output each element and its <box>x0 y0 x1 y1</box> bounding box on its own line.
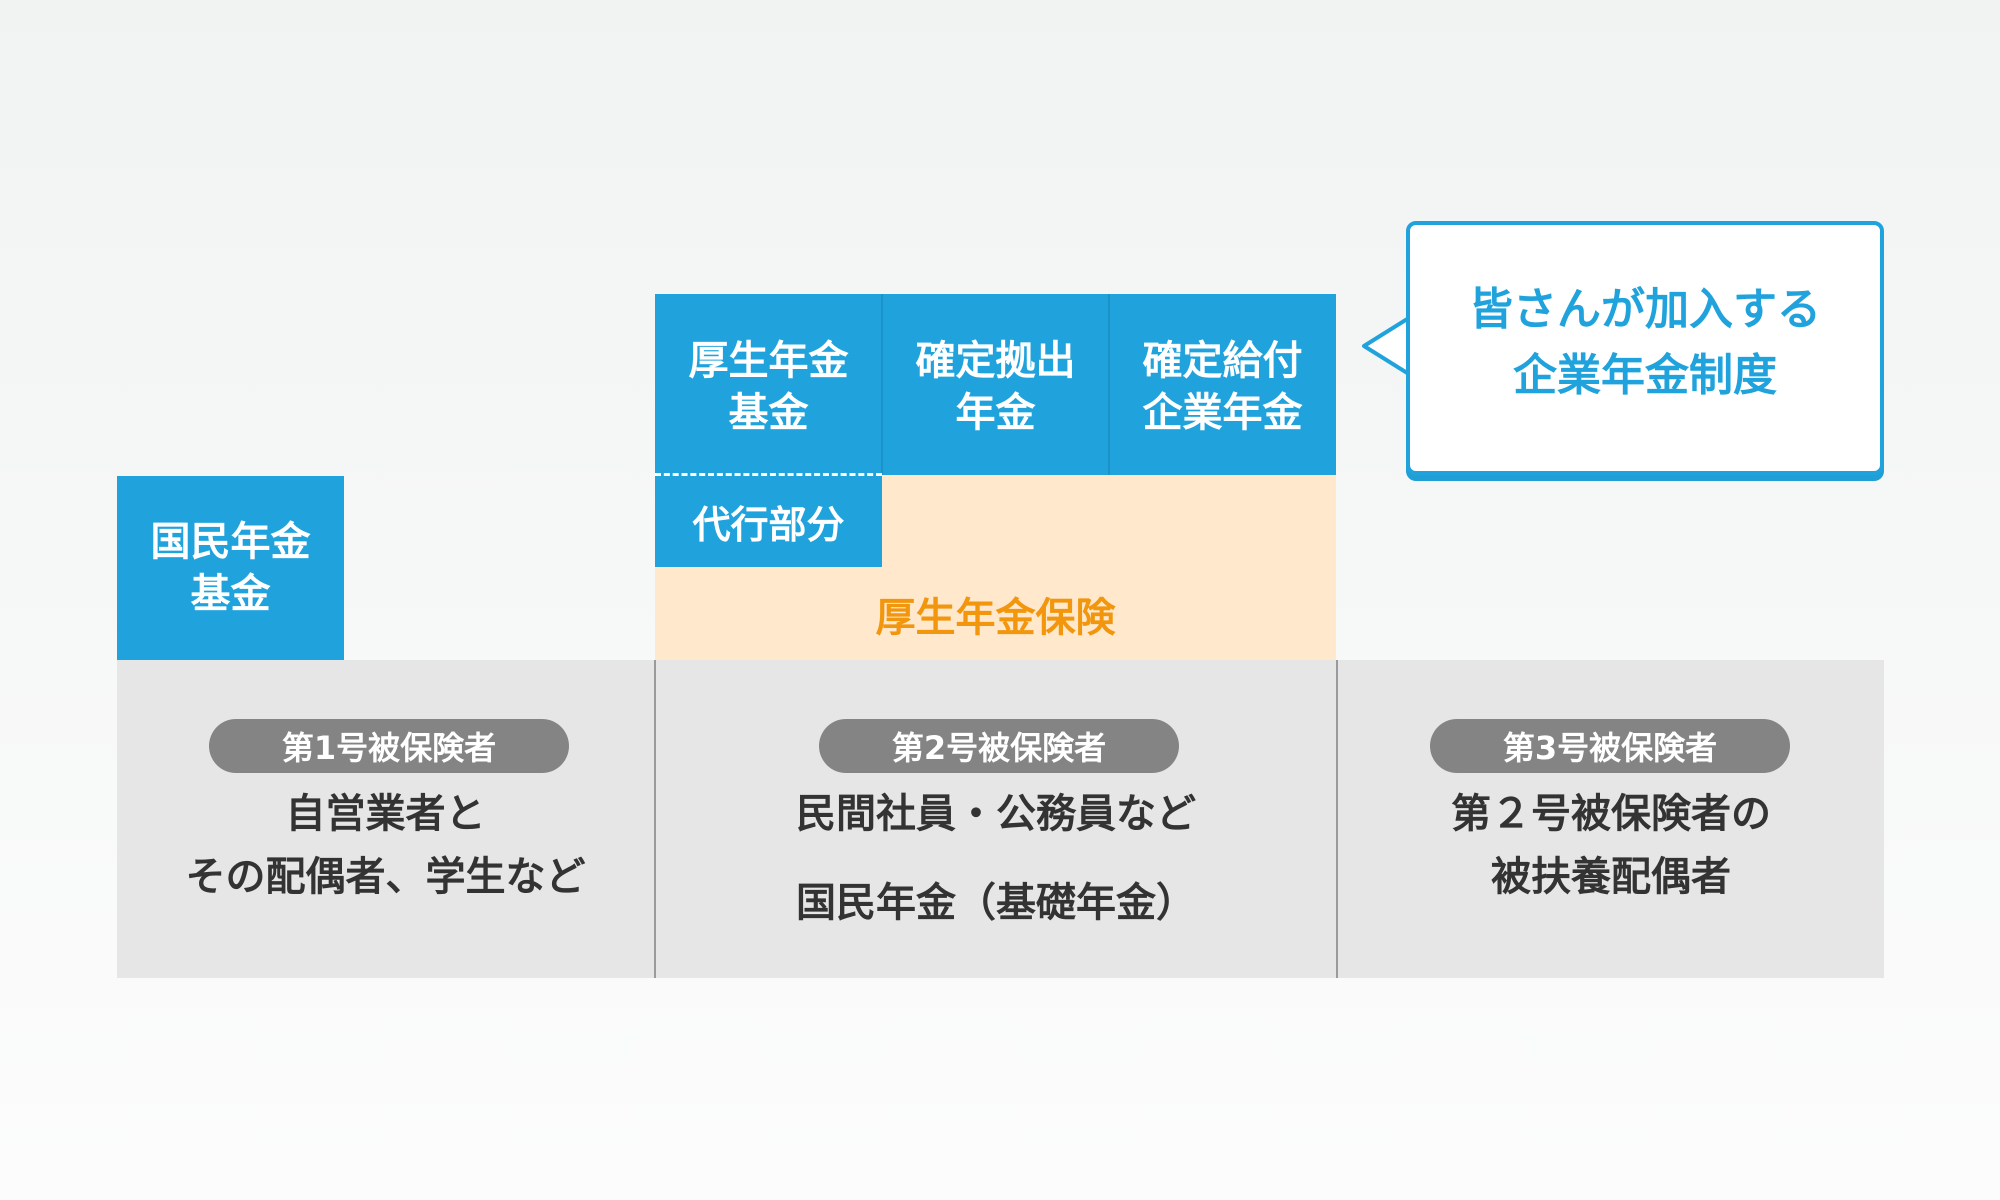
kousei-nenkin-kikin-block: 厚生年金 基金 <box>655 294 882 475</box>
callout-text: 皆さんが加入する 企業年金制度 <box>1469 284 1821 401</box>
insured-categories-band <box>117 660 1884 978</box>
insured-2-description: 民間社員・公務員など <box>796 791 1196 837</box>
insured-3-description: 第２号被保険者の 被扶養配偶者 <box>1451 791 1771 900</box>
insured-1-badge: 第1号被保険者 <box>209 719 569 773</box>
column-divider <box>654 660 656 978</box>
insured-2-badge: 第2号被保険者 <box>819 719 1179 773</box>
insured-2-kiso-nenkin: 国民年金（基礎年金） <box>796 880 1196 926</box>
daikou-dashed-divider <box>655 473 882 476</box>
plan-divider <box>881 294 883 475</box>
daikou-bubun-block: 代行部分 <box>655 475 882 567</box>
column-divider <box>1336 660 1338 978</box>
insured-1-description: 自営業者と その配偶者、学生など <box>185 791 586 900</box>
kakutei-kyoshutsu-nenkin-block: 確定拠出 年金 <box>882 294 1109 475</box>
kakutei-kyufu-kigyo-nenkin-block: 確定給付 企業年金 <box>1109 294 1336 475</box>
insured-3-badge: 第3号被保険者 <box>1430 719 1790 773</box>
kousei-nenkin-hoken-label: 厚生年金保険 <box>875 594 1116 641</box>
callout-box: 皆さんが加入する 企業年金制度 <box>1406 221 1884 475</box>
kokumin-nenkin-kikin-block: 国民年金 基金 <box>117 476 344 660</box>
plan-divider <box>1108 294 1110 475</box>
